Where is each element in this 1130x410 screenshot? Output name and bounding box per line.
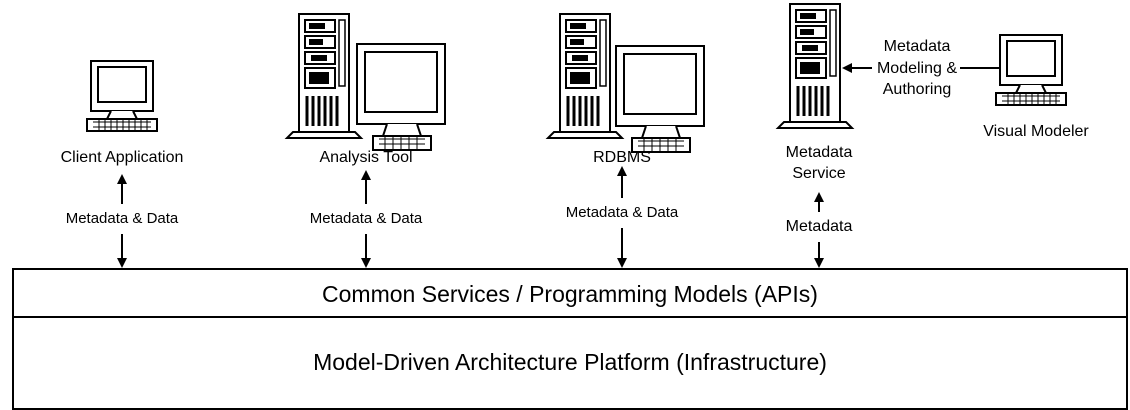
platform-layer-label: Model-Driven Architecture Platform (Infr… (313, 349, 827, 375)
analysis-tool-computer-icon (285, 12, 446, 151)
client-flow-label: Metadata & Data (65, 210, 179, 227)
apis-layer: Common Services / Programming Models (AP… (12, 268, 1128, 318)
visual-modeler-computer-icon (995, 34, 1067, 106)
client-application-label: Client Application (60, 149, 184, 166)
service-flow-label: Metadata (785, 218, 853, 235)
rdbms-label: RDBMS (593, 149, 651, 166)
modeler-flow-label-line1: Metadata (883, 38, 951, 55)
analysis-flow-label: Metadata & Data (309, 210, 423, 227)
rdbms-server-icon (546, 12, 705, 153)
visual-modeler-label: Visual Modeler (983, 123, 1089, 140)
metadata-service-server-icon (776, 2, 854, 130)
rdbms-flow-label: Metadata & Data (565, 204, 679, 221)
apis-layer-label: Common Services / Programming Models (AP… (322, 281, 818, 307)
analysis-tool-label: Analysis Tool (319, 149, 413, 166)
metadata-service-label-line2: Service (792, 165, 846, 182)
client-computer-icon (86, 60, 158, 132)
modeler-flow-label-line3: Authoring (882, 81, 952, 98)
modeler-flow-label-line2: Modeling & (876, 60, 958, 77)
platform-layer: Model-Driven Architecture Platform (Infr… (12, 316, 1128, 410)
arrows (117, 63, 1000, 268)
metadata-service-label-line1: Metadata (785, 144, 853, 161)
